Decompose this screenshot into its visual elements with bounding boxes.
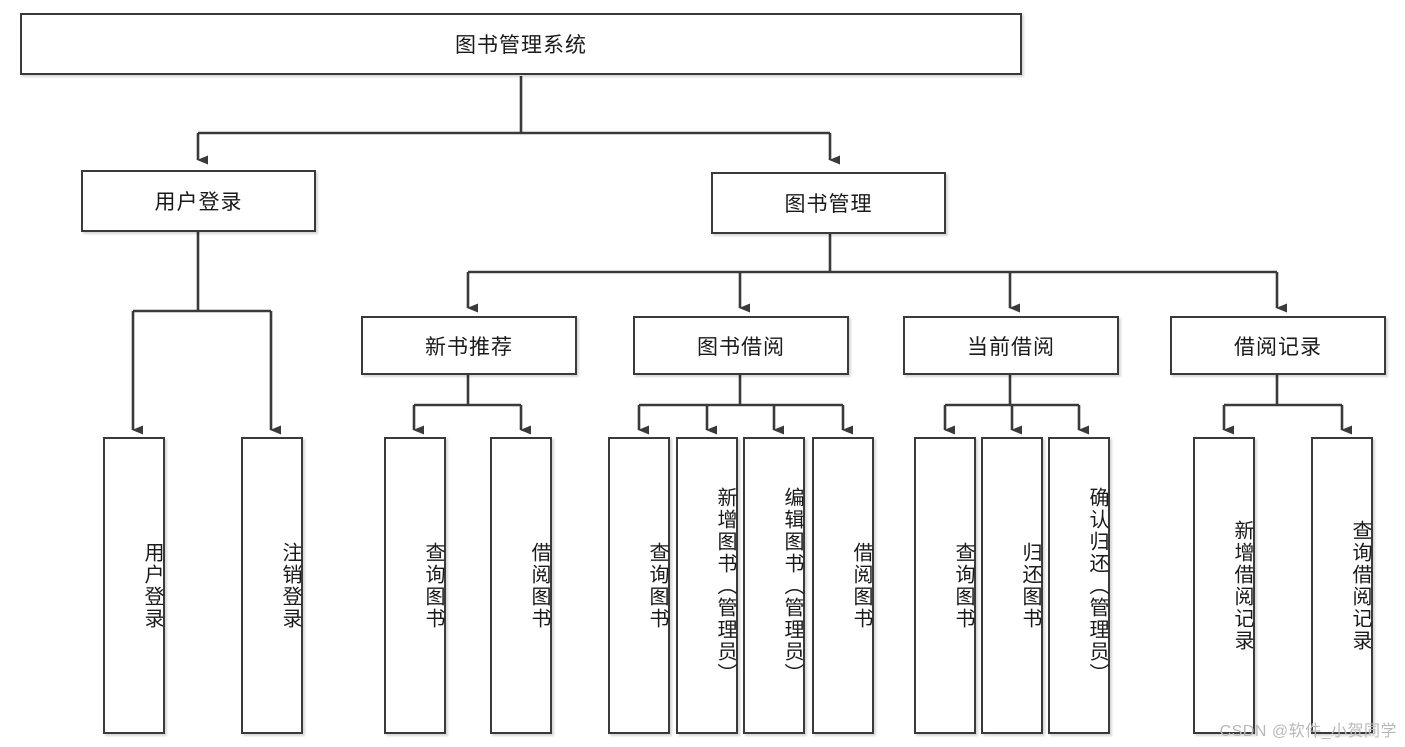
node-leaf-user-login[interactable]: 用户登录 [103, 437, 165, 734]
node-leaf-add-record-label: 新增借阅记录 [1231, 519, 1253, 652]
node-leaf-confirm-return-label: 确认归还（管理员） [1086, 486, 1108, 685]
node-new-book-recommend[interactable]: 新书推荐 [361, 316, 577, 375]
node-borrow-record-label: 借阅记录 [1234, 335, 1322, 359]
node-leaf-query-book-3[interactable]: 查询图书 [914, 437, 976, 734]
node-leaf-borrow-book-2-label: 借阅图书 [850, 541, 872, 630]
node-user-login[interactable]: 用户登录 [81, 170, 316, 232]
node-leaf-query-book-1-label: 查询图书 [422, 541, 444, 630]
node-leaf-query-record-label: 查询借阅记录 [1349, 519, 1371, 652]
node-current-borrow[interactable]: 当前借阅 [903, 316, 1119, 375]
node-book-borrow[interactable]: 图书借阅 [633, 316, 849, 375]
node-leaf-add-book-label: 新增图书（管理员） [714, 486, 736, 685]
node-current-borrow-label: 当前借阅 [967, 335, 1055, 359]
node-leaf-user-login-label: 用户登录 [141, 541, 163, 630]
node-book-borrow-label: 图书借阅 [697, 335, 785, 359]
node-leaf-logout-label: 注销登录 [279, 541, 301, 630]
node-leaf-query-book-2-label: 查询图书 [646, 541, 668, 630]
node-leaf-borrow-book-1-label: 借阅图书 [528, 541, 550, 630]
node-root[interactable]: 图书管理系统 [20, 13, 1022, 75]
node-leaf-borrow-book-1[interactable]: 借阅图书 [490, 437, 552, 734]
node-leaf-query-book-2[interactable]: 查询图书 [608, 437, 670, 734]
node-leaf-add-book[interactable]: 新增图书（管理员） [676, 437, 738, 734]
node-user-login-label: 用户登录 [154, 191, 243, 214]
node-book-manage[interactable]: 图书管理 [711, 172, 946, 234]
node-leaf-add-record[interactable]: 新增借阅记录 [1193, 437, 1255, 734]
node-leaf-edit-book[interactable]: 编辑图书（管理员） [743, 437, 805, 734]
node-leaf-return-book[interactable]: 归还图书 [981, 437, 1043, 734]
node-leaf-logout[interactable]: 注销登录 [241, 437, 303, 734]
node-root-label: 图书管理系统 [455, 34, 587, 57]
node-leaf-return-book-label: 归还图书 [1019, 541, 1041, 630]
node-leaf-borrow-book-2[interactable]: 借阅图书 [812, 437, 874, 734]
node-borrow-record[interactable]: 借阅记录 [1170, 316, 1386, 375]
node-leaf-query-book-1[interactable]: 查询图书 [384, 437, 446, 734]
node-leaf-query-record[interactable]: 查询借阅记录 [1311, 437, 1373, 734]
node-leaf-edit-book-label: 编辑图书（管理员） [781, 486, 803, 685]
csdn-watermark: CSDN @软件_小贺同学 [1219, 723, 1397, 740]
node-new-book-recommend-label: 新书推荐 [425, 335, 513, 359]
node-leaf-query-book-3-label: 查询图书 [952, 541, 974, 630]
node-book-manage-label: 图书管理 [784, 193, 873, 216]
node-leaf-confirm-return[interactable]: 确认归还（管理员） [1048, 437, 1110, 734]
